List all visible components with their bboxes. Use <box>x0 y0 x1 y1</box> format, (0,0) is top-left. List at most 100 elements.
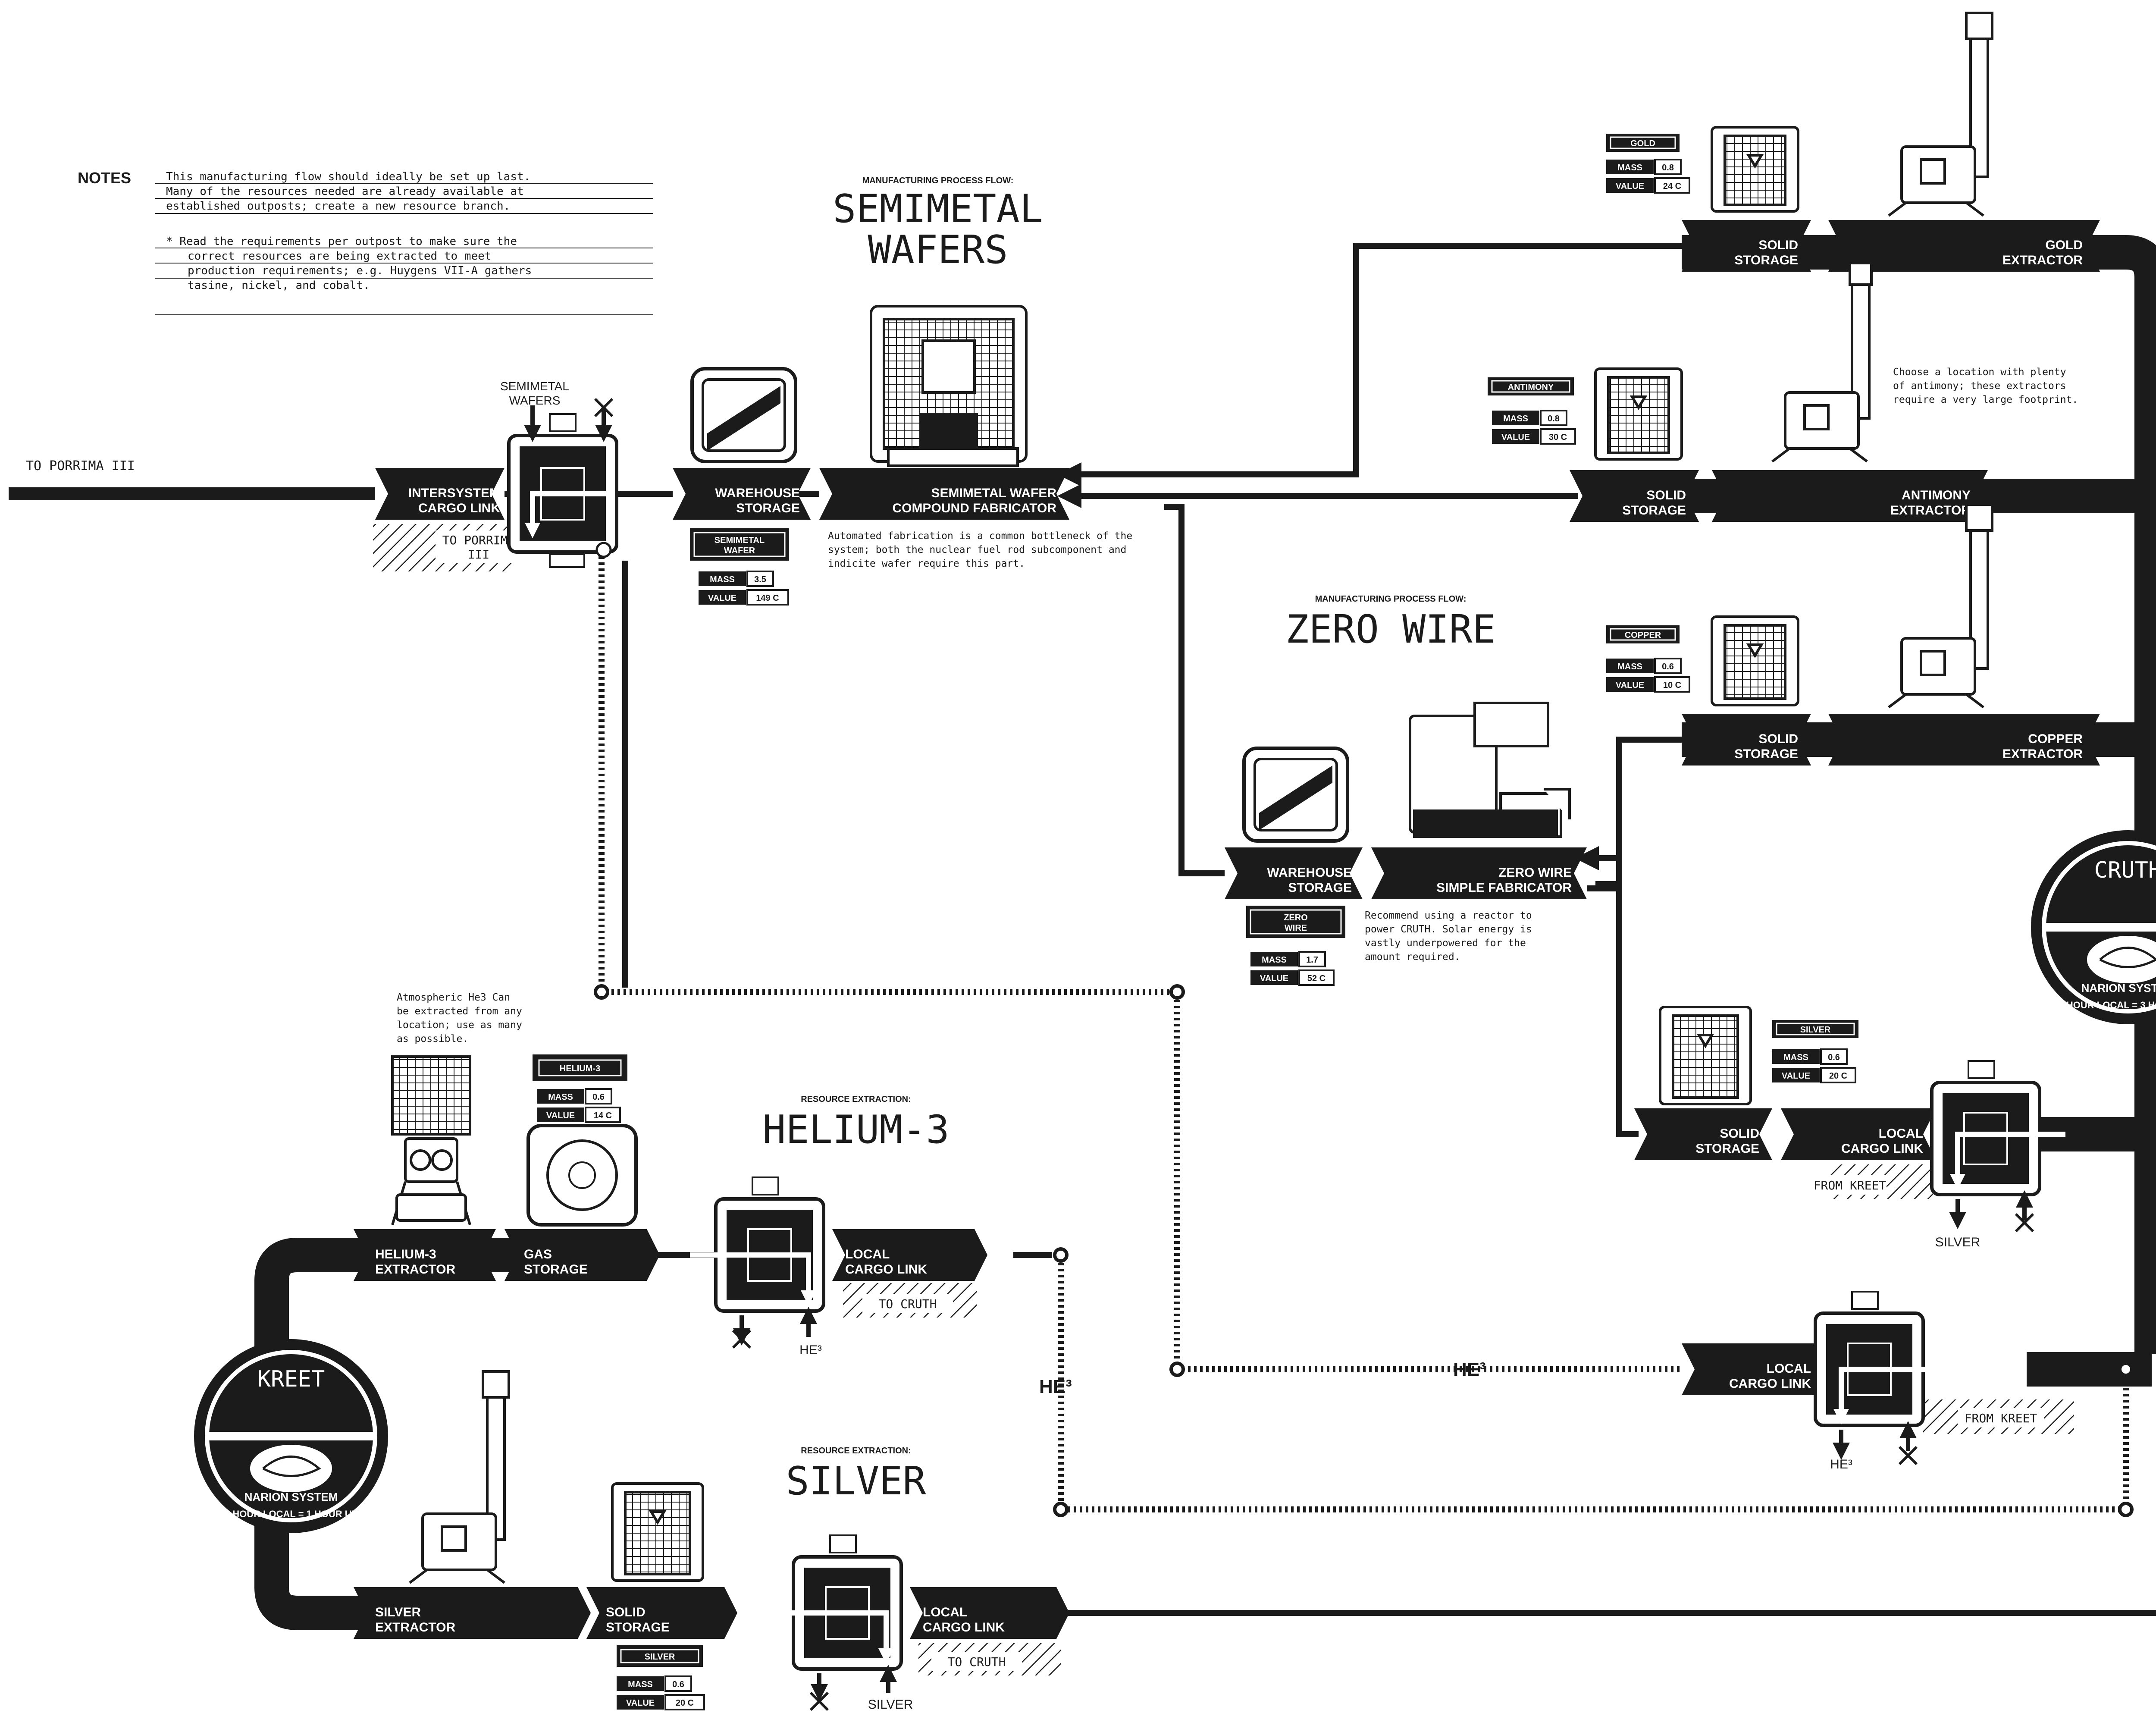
value-value: 14 C <box>594 1111 612 1120</box>
gas-storage-tank <box>528 1126 636 1225</box>
label-semimetal-fabricator[interactable]: SEMIMETAL WAFER COMPOUND FABRICATOR <box>819 468 1069 520</box>
resource-card-zero-wire: ZERO WIRE MASS 1.7 VALUE 52 C <box>1246 906 1345 985</box>
mass-value: 0.6 <box>672 1680 684 1689</box>
value-value: 10 C <box>1663 681 1681 690</box>
planet-name: KREET <box>257 1366 325 1392</box>
label-warehouse-storage-semimetal[interactable]: WAREHOUSE STORAGE <box>673 468 811 520</box>
label-antimony-extractor[interactable]: ANTIMONY EXTRACTOR <box>1712 470 1988 522</box>
note-line-4: amount required. <box>1365 951 1460 963</box>
label-local-cargo-link-silver[interactable]: LOCAL CARGO LINK <box>910 1587 1069 1639</box>
resource-name: HELIUM-3 <box>560 1064 600 1073</box>
notes-panel: NOTES This manufacturing flow should ide… <box>78 169 653 315</box>
cargo-link-kreet-he3[interactable]: HE³ <box>690 1177 824 1357</box>
label-solid-storage-silver-cruth[interactable]: SOLID STORAGE <box>1634 1108 1772 1160</box>
cargo-link-cruth-he3[interactable]: HE³ <box>1815 1292 1940 1471</box>
semimetal-annotation: Automated fabrication is a common bottle… <box>828 530 1132 569</box>
label-zerowire-fabricator[interactable]: ZERO WIRE SIMPLE FABRICATOR <box>1371 847 1587 899</box>
label-line-1: INTERSYSTEM <box>408 486 500 500</box>
kicker: RESOURCE EXTRACTION: <box>801 1446 911 1456</box>
note-line-1: Recommend using a reactor to <box>1365 910 1532 921</box>
label-line-1: SOLID <box>606 1605 646 1619</box>
label-line-1: SEMIMETAL WAFER <box>931 486 1056 500</box>
resource-card-silver-kreet: SILVER MASS 0.6 VALUE 20 C <box>617 1645 704 1710</box>
from-kreet-tag-he3: FROM KREET <box>1923 1399 2074 1434</box>
label-line-2: STORAGE <box>1734 253 1798 267</box>
value-label: VALUE <box>1501 433 1530 442</box>
cargo-link-intersystem[interactable]: SEMIMETAL WAFERS <box>500 380 617 567</box>
resource-name: SILVER <box>645 1652 675 1662</box>
system-name: NARION SYSTEM <box>244 1490 338 1503</box>
section-title-helium: RESOURCE EXTRACTION: HELIUM-3 <box>762 1095 949 1152</box>
label-line-2: STORAGE <box>736 501 800 515</box>
label-line-1: LOCAL <box>923 1605 967 1619</box>
label-local-cargo-link-helium[interactable]: LOCAL CARGO LINK <box>832 1229 987 1281</box>
cruth-planet-badge: CRUTH NARION SYSTEM 1 HOUR LOCAL = 3 HOU… <box>2031 830 2156 1024</box>
value-label: VALUE <box>626 1698 655 1708</box>
resource-name: GOLD <box>1630 139 1655 148</box>
label-helium-extractor[interactable]: HELIUM-3 EXTRACTOR <box>354 1229 496 1281</box>
he3-route-label: HE³ <box>1453 1359 1486 1380</box>
value-label: VALUE <box>1616 681 1644 690</box>
label-line-1: GAS <box>524 1247 552 1261</box>
note-line-4: as possible. <box>397 1033 468 1045</box>
label-line-1: HELIUM-3 <box>375 1247 436 1261</box>
value-label: VALUE <box>1616 182 1644 191</box>
mass-value: 0.8 <box>1548 414 1560 424</box>
label-line-2: EXTRACTOR <box>375 1620 455 1635</box>
label-line-1: SOLID <box>1720 1126 1759 1141</box>
label-line-1: ZERO WIRE <box>1498 866 1572 880</box>
to-porrima-tag: TO PORRIMA III <box>373 524 517 571</box>
label-silver-extractor[interactable]: SILVER EXTRACTOR <box>354 1587 591 1639</box>
to-porrima-line-2: III <box>468 547 490 562</box>
label-solid-storage-gold[interactable]: SOLID STORAGE <box>1682 220 1811 272</box>
label-line-1: SILVER <box>375 1605 421 1619</box>
label-gas-storage[interactable]: GAS STORAGE <box>505 1229 660 1281</box>
mass-label: MASS <box>1617 662 1642 671</box>
mass-value: 0.6 <box>1662 662 1674 671</box>
he3-output-label: HE³ <box>799 1343 822 1357</box>
value-value: 24 C <box>1663 182 1681 191</box>
label-local-cargo-link-cruth-he3[interactable]: LOCAL CARGO LINK <box>1682 1343 1828 1395</box>
label-line-2: STORAGE <box>1288 881 1352 895</box>
notes-line-2: Many of the resources needed are already… <box>166 185 524 198</box>
solid-storage-crate-antimony <box>1595 369 1682 459</box>
label-line-2: EXTRACTOR <box>375 1262 455 1277</box>
label-solid-storage-silver-kreet[interactable]: SOLID STORAGE <box>586 1587 737 1639</box>
notes-line-5: correct resources are being extracted to… <box>188 250 491 263</box>
note-line-3: vastly underpowered for the <box>1365 938 1526 949</box>
note-line-2: system; both the nuclear fuel rod subcom… <box>828 544 1126 555</box>
label-intersystem-cargo-link[interactable]: INTERSYSTEM CARGO LINK <box>375 468 505 520</box>
label-line-2: COMPOUND FABRICATOR <box>892 501 1056 515</box>
section-title-semimetal: MANUFACTURING PROCESS FLOW: SEMIMETAL WA… <box>833 176 1043 273</box>
resource-card-copper: COPPER MASS 0.6 VALUE 10 C <box>1606 625 1689 692</box>
label-line-2: STORAGE <box>606 1620 670 1635</box>
zerowire-fabricator-unit <box>1410 703 1570 837</box>
semimetal-wafers-line-1: SEMIMETAL <box>500 380 569 393</box>
cargo-link-cruth-silver[interactable]: SILVER <box>1932 1061 2065 1249</box>
kicker: MANUFACTURING PROCESS FLOW: <box>862 176 1014 185</box>
cargo-link-kreet-silver[interactable]: SILVER <box>776 1535 913 1712</box>
to-porrima-line-1: TO PORRIMA <box>442 533 515 547</box>
title: ZERO WIRE <box>1285 607 1496 652</box>
value-label: VALUE <box>1782 1071 1810 1081</box>
title: SILVER <box>786 1459 926 1504</box>
notes-line-4: * Read the requirements per outpost to m… <box>166 235 517 248</box>
mass-value: 0.8 <box>1662 163 1674 173</box>
planet-name: CRUTH <box>2094 857 2156 883</box>
to-cruth-tag-helium: TO CRUTH <box>843 1283 977 1318</box>
label-line-1: SOLID <box>1646 488 1686 502</box>
section-title-silver: RESOURCE EXTRACTION: SILVER <box>786 1446 926 1504</box>
label-solid-storage-antimony[interactable]: SOLID STORAGE <box>1570 470 1699 522</box>
label-solid-storage-copper[interactable]: SOLID STORAGE <box>1682 714 1811 766</box>
label-line-2: STORAGE <box>1734 747 1798 761</box>
label-line-1: LOCAL <box>1879 1126 1923 1141</box>
value-label: VALUE <box>546 1111 575 1120</box>
label-copper-extractor[interactable]: COPPER EXTRACTOR <box>1828 714 2100 766</box>
label-line-2: STORAGE <box>1622 503 1686 518</box>
mass-label: MASS <box>1503 414 1528 424</box>
label-line-2: CARGO LINK <box>1841 1142 1923 1156</box>
label-local-cargo-link-cruth-silver[interactable]: LOCAL CARGO LINK <box>1781 1108 1936 1160</box>
label-warehouse-storage-zerowire[interactable]: WAREHOUSE STORAGE <box>1225 847 1363 899</box>
resource-name-line-2: WAFER <box>724 546 755 555</box>
solid-storage-crate-silver-kreet <box>612 1484 703 1581</box>
